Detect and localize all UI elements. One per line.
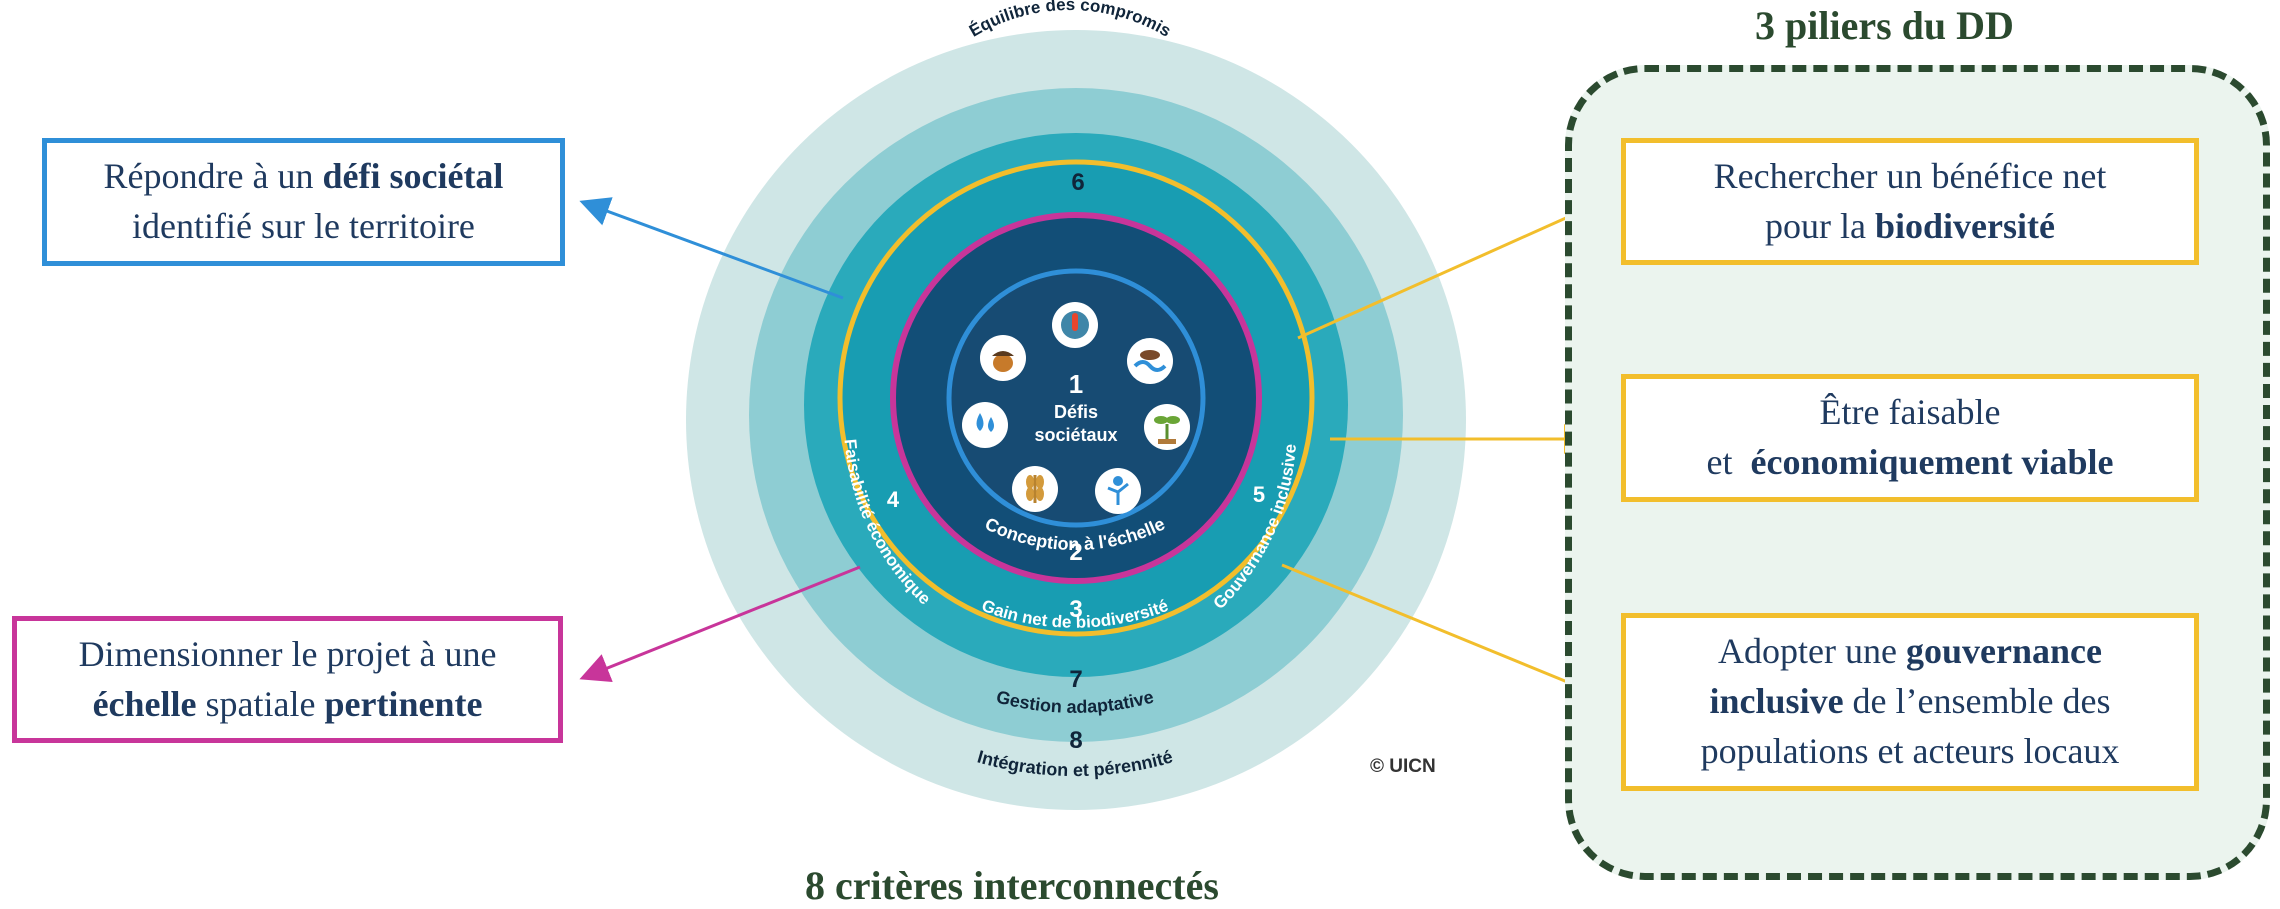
ring-8-number: 8 <box>1069 727 1082 754</box>
biodiversite-pre: Rechercher un bénéfice net <box>1713 155 2107 196</box>
box-defi-societal-text: Répondre à un défi sociétal identifié su… <box>104 152 504 251</box>
ring-blue-outline <box>946 268 1206 528</box>
arrow-biodiversite <box>1297 196 1612 340</box>
gouvernance-post: de l’ensemble des <box>1843 681 2111 722</box>
gouvernance-line-3: populations et acteurs locaux <box>1700 730 2120 771</box>
economie-bold: économiquement viable <box>1750 442 2114 482</box>
diagram-title: 8 critères interconnectés <box>805 863 1219 908</box>
echelle-bold-1: échelle <box>92 683 197 724</box>
arrow-gouvernance <box>1281 563 1610 702</box>
center-line-2: sociétaux <box>1034 425 1117 445</box>
piliers-title: 3 piliers du DD <box>1755 3 2014 48</box>
gouvernance-bold-1: gouvernance <box>1905 631 2102 672</box>
ring-6-number: 6 <box>1071 169 1084 196</box>
climate-thermometer-icon <box>1052 302 1098 348</box>
economie-pre: et <box>1706 442 1751 482</box>
wheat-icon <box>1012 466 1058 512</box>
acorn-icon <box>980 335 1026 381</box>
box-gouvernance-text: Adopter une gouvernance inclusive de l’e… <box>1701 627 2120 776</box>
box-biodiversite-text: Rechercher un bénéfice net pour la biodi… <box>1714 152 2107 251</box>
box-biodiversite: Rechercher un bénéfice net pour la biodi… <box>1621 138 2199 265</box>
box-echelle: Dimensionner le projet à une échelle spa… <box>12 616 563 743</box>
box-economie: Être faisable et économiquement viable <box>1621 374 2199 502</box>
ring-4-number: 4 <box>887 487 900 512</box>
defi-bold: défi sociétal <box>322 156 504 197</box>
arrow-echelle <box>579 565 861 683</box>
box-defi-societal: Répondre à un défi sociétal identifié su… <box>42 138 565 266</box>
echelle-mid: spatiale <box>196 683 325 724</box>
gouvernance-pre: Adopter une <box>1718 631 1906 672</box>
person-tree-icon <box>1095 468 1141 514</box>
box-economie-text: Être faisable et économiquement viable <box>1707 388 2114 487</box>
ring-3-number: 3 <box>1069 596 1082 623</box>
gouvernance-bold-2: inclusive <box>1709 681 1844 722</box>
defi-pre: Répondre à un <box>103 156 323 197</box>
box-echelle-text: Dimensionner le projet à une échelle spa… <box>79 630 497 729</box>
center-number: 1 <box>1069 369 1083 399</box>
biodiversite-pre2: pour la <box>1765 205 1875 246</box>
ring-2-number: 2 <box>1069 539 1082 566</box>
ring-5-number: 5 <box>1253 482 1265 507</box>
box-gouvernance: Adopter une gouvernance inclusive de l’e… <box>1621 613 2199 791</box>
seedling-icon <box>1144 404 1190 450</box>
copyright-label: © UICN <box>1370 756 1436 777</box>
echelle-bold-2: pertinente <box>324 683 483 724</box>
water-wave-icon <box>1127 338 1173 384</box>
ring-7-number: 7 <box>1069 666 1082 693</box>
defi-post: identifié sur le territoire <box>132 206 475 246</box>
biodiversite-bold: biodiversité <box>1874 205 2055 246</box>
economie-line-1: Être faisable <box>1819 392 2001 433</box>
center-line-1: Défis <box>1054 402 1098 422</box>
echelle-pre: Dimensionner le projet à une <box>78 633 497 674</box>
water-drop-icon <box>962 402 1008 448</box>
arrow-defi-societal <box>579 197 844 300</box>
